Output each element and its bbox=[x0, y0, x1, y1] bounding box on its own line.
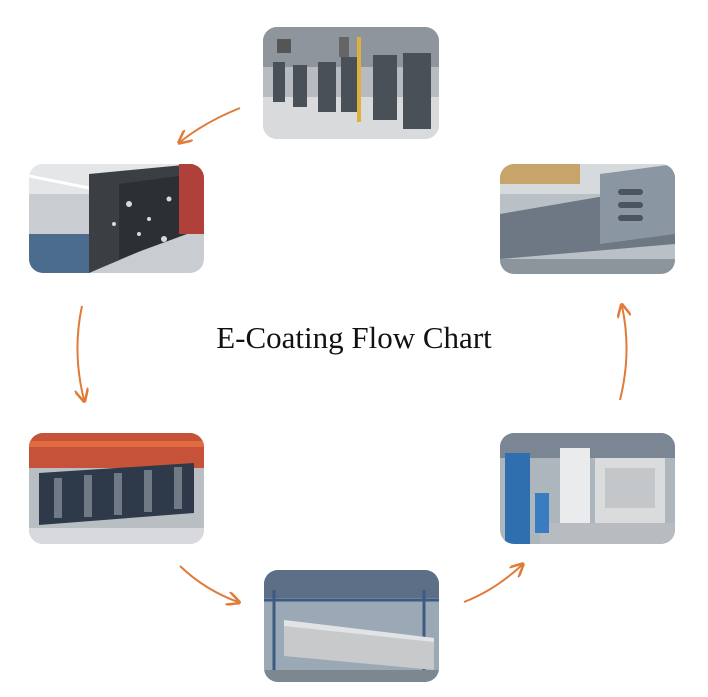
step-photo-frame-hanging bbox=[29, 433, 204, 544]
arrow-step1-to-step2 bbox=[180, 107, 241, 142]
chemical-wash-photo bbox=[29, 164, 204, 273]
frame-hanging-photo bbox=[29, 433, 204, 544]
arrow-step3-to-step4 bbox=[179, 565, 238, 602]
step-photo-chemical-wash bbox=[29, 164, 204, 273]
pretreatment-rack-photo bbox=[263, 27, 439, 139]
finished-chassis-photo bbox=[500, 164, 675, 274]
step-photo-pretreatment bbox=[263, 27, 439, 139]
e-coated-beam-photo bbox=[264, 570, 439, 682]
flow-chart-title: E-Coating Flow Chart bbox=[216, 320, 492, 355]
step-photo-e-coated-beam bbox=[264, 570, 439, 682]
step-photo-curing-oven bbox=[500, 433, 675, 544]
step-photo-finished-chassis bbox=[500, 164, 675, 274]
arrow-step4-to-step5 bbox=[463, 565, 522, 603]
curing-oven-photo bbox=[500, 433, 675, 544]
